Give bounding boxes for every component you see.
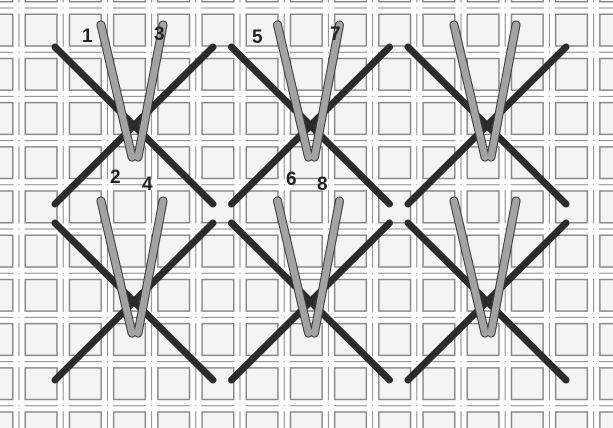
step-label-3: 3 bbox=[154, 24, 165, 45]
step-label-7: 7 bbox=[330, 24, 341, 45]
step-label-4: 4 bbox=[142, 174, 153, 195]
step-label-2: 2 bbox=[110, 167, 121, 188]
stitch-units bbox=[55, 25, 566, 380]
step-label-6: 6 bbox=[286, 169, 297, 190]
step-label-5: 5 bbox=[252, 27, 263, 48]
step-label-8: 8 bbox=[317, 174, 328, 195]
step-label-1: 1 bbox=[82, 26, 93, 47]
